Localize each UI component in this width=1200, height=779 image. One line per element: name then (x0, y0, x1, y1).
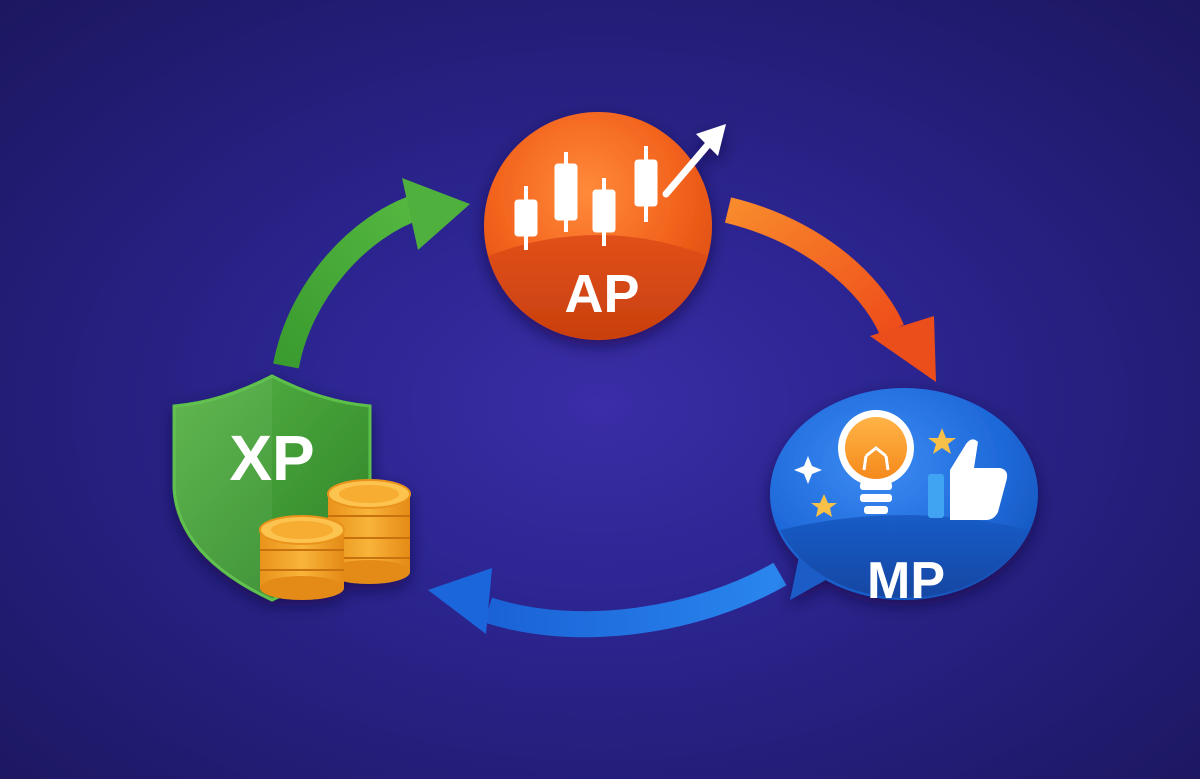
arrow-ap-to-mp (724, 197, 936, 382)
coin-stack-icon (259, 479, 411, 600)
mp-label: MP (867, 552, 945, 610)
candlestick-chart-icon (514, 146, 658, 250)
sparkle-icon (794, 456, 822, 484)
star-icon (811, 428, 956, 517)
lightbulb-icon (838, 410, 914, 514)
trend-arrow-icon (662, 124, 726, 198)
mp-node: MP (770, 388, 1038, 610)
thumbs-up-icon (928, 439, 1008, 520)
ap-node: AP (484, 112, 726, 341)
ap-label: AP (564, 264, 639, 324)
arrow-mp-to-xp (428, 562, 787, 638)
xp-label: XP (229, 422, 314, 494)
arrow-xp-to-ap (273, 178, 470, 369)
xp-node: XP (172, 374, 411, 602)
